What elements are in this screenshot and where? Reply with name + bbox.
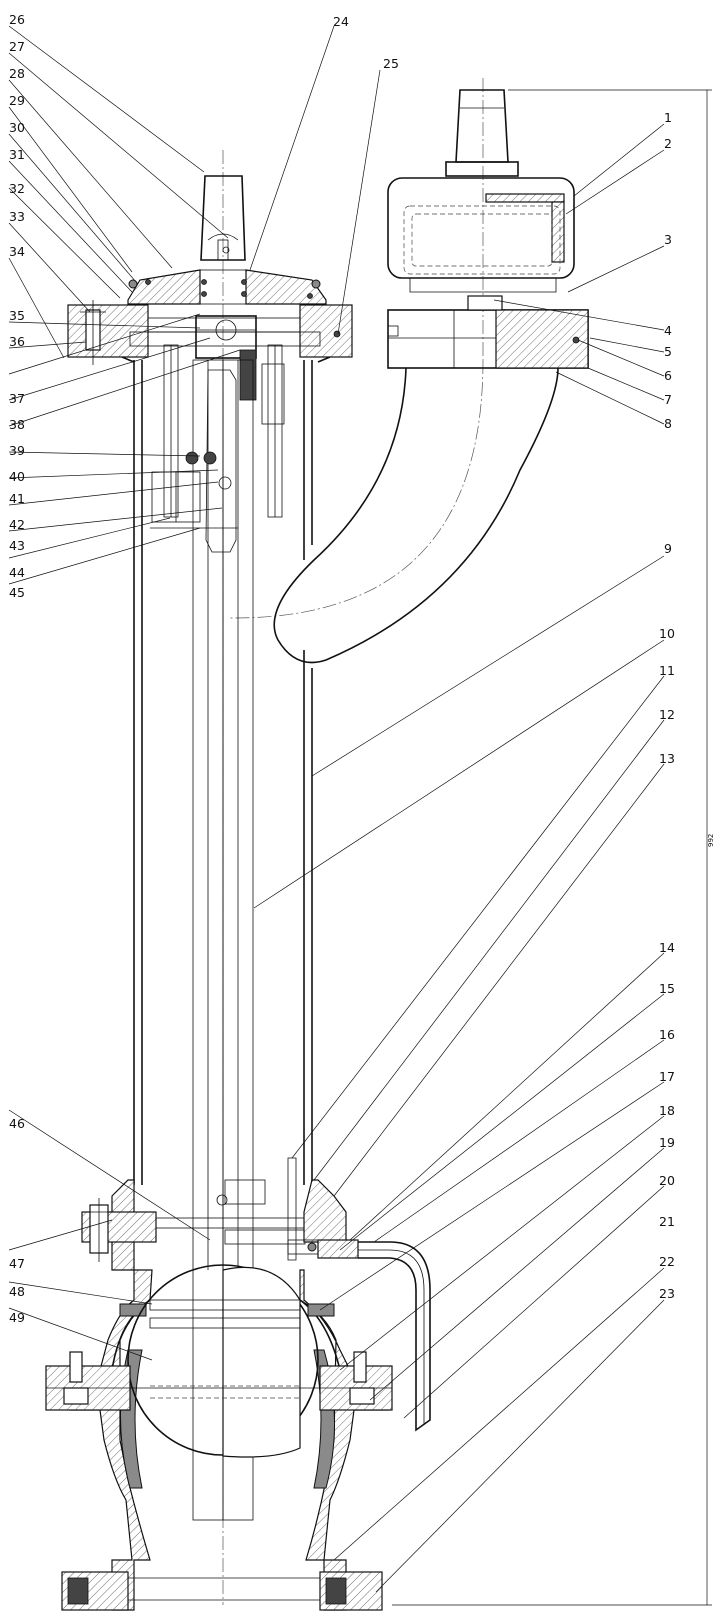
callout-36: 36 [9,334,25,349]
callout-11: 11 [659,663,675,678]
callout-44: 44 [9,565,25,580]
callout-5: 5 [664,344,672,359]
callout-2: 2 [664,136,672,151]
callout-7: 7 [664,392,672,407]
callout-15: 15 [659,981,675,996]
mid-flange [45,1351,393,1411]
hydrant-head-view [273,89,589,664]
callout-31: 31 [9,147,25,162]
guide-rods [163,344,283,518]
callout-32: 32 [9,181,25,196]
callout-42: 42 [9,517,25,532]
ball-valve-disc [127,1264,319,1458]
callout-48: 48 [9,1284,25,1299]
callout-30: 30 [9,120,25,135]
overall-height-dimension: 992 [392,89,715,1606]
callout-labels-left: 26 27 28 29 30 31 32 33 34 35 36 37 38 3… [9,12,25,1325]
callout-25: 25 [383,56,399,71]
upper-flange [67,300,353,365]
height-dimension-value: 992 [707,834,715,847]
callout-labels-right: 1 2 3 4 5 6 7 8 9 10 11 12 13 14 15 16 1… [659,110,675,1301]
callout-20: 20 [659,1173,675,1188]
stem-coupling [144,1179,326,1245]
drain-tube [287,1157,431,1432]
bottom-flange [61,1571,383,1611]
callout-22: 22 [659,1254,675,1269]
callout-34: 34 [9,244,25,259]
callout-21: 21 [659,1214,675,1229]
callout-18: 18 [659,1103,675,1118]
gland-block [195,315,285,425]
callout-29: 29 [9,93,25,108]
callout-6: 6 [664,368,672,383]
hydrant-section-view [45,175,431,1611]
callout-12: 12 [659,707,675,722]
outlet-elbow [273,367,559,664]
callout-49: 49 [9,1310,25,1325]
callout-13: 13 [659,751,675,766]
callout-27: 27 [9,39,25,54]
head-flange [387,295,589,369]
valve-stem [150,359,254,1521]
callout-46: 46 [9,1116,25,1131]
callout-4: 4 [664,323,672,338]
head-nut [445,89,519,177]
callout-17: 17 [659,1069,675,1084]
callout-45: 45 [9,585,25,600]
callout-38: 38 [9,417,25,432]
callout-47: 47 [9,1256,25,1271]
callout-40: 40 [9,469,25,484]
top-cover [127,269,327,305]
callout-35: 35 [9,308,25,323]
callout-43: 43 [9,538,25,553]
callout-37: 37 [9,391,25,406]
head-housing [387,177,575,293]
callout-26: 26 [9,12,25,27]
callout-8: 8 [664,416,672,431]
callout-23: 23 [659,1286,675,1301]
callout-28: 28 [9,66,25,81]
callout-33: 33 [9,209,25,224]
callout-19: 19 [659,1135,675,1150]
callout-10: 10 [659,626,675,641]
callout-41: 41 [9,491,25,506]
lower-flange [81,1179,347,1271]
callout-16: 16 [659,1027,675,1042]
callout-1: 1 [664,110,672,125]
callout-9: 9 [664,541,672,556]
leader-lines [8,25,665,1593]
upper-barrel [133,360,313,1185]
operating-nut [200,175,246,261]
callout-labels-top: 24 25 [333,14,399,71]
callout-3: 3 [664,232,672,247]
callout-14: 14 [659,940,675,955]
callout-24: 24 [333,14,349,29]
callout-39: 39 [9,443,25,458]
